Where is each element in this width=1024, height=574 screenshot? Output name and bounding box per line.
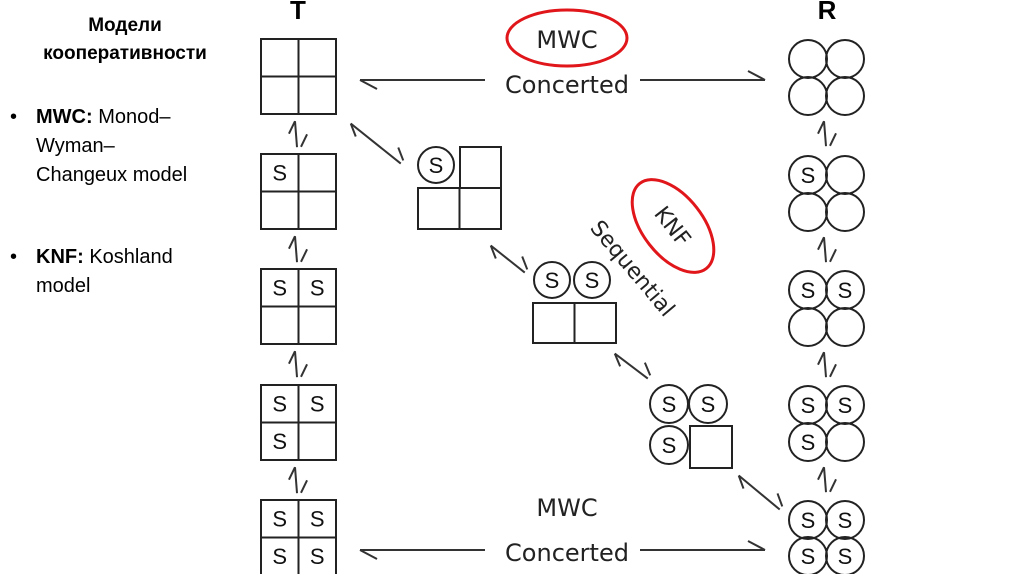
bound-subunit-circle — [649, 425, 689, 465]
t-subunit-square — [297, 75, 337, 115]
equilibrium-arrow — [288, 120, 308, 148]
t-subunit-square — [260, 38, 300, 78]
t-subunit-square — [297, 421, 337, 461]
subunit-circle — [825, 39, 865, 79]
substrate-label: S — [838, 393, 853, 418]
slide-title: Модели кооперативности — [0, 12, 250, 68]
substrate-label: S — [801, 544, 816, 569]
substrate-label: S — [310, 544, 325, 569]
equilibrium-arrow — [817, 466, 837, 493]
bound-subunit-circle — [573, 261, 611, 299]
seq-subunit-square — [417, 187, 461, 230]
bullet-text: Wyman– — [36, 135, 115, 157]
substrate-label: S — [801, 508, 816, 533]
bullet-term: KNF: — [36, 246, 84, 268]
bound-subunit-circle — [825, 536, 865, 574]
subunit-circle — [788, 307, 828, 347]
bottom-concerted-label: Concerted — [505, 539, 629, 567]
substrate-label: S — [272, 507, 287, 532]
equilibrium-arrow — [288, 235, 308, 263]
equilibrium-arrow — [288, 466, 308, 494]
substrate-label: S — [838, 508, 853, 533]
subunit-circle — [825, 307, 865, 347]
t-subunit-square — [297, 305, 337, 345]
equilibrium-arrow — [817, 351, 837, 378]
knf-label: KNF — [649, 202, 696, 252]
bound-subunit-circle — [688, 384, 728, 424]
left-panel: Модели кооперативности MWC: Monod– Wyman… — [0, 0, 250, 574]
substrate-label: S — [272, 429, 287, 454]
substrate-label: S — [310, 392, 325, 417]
substrate-label: S — [662, 433, 677, 458]
bottom-concerted-arrow — [359, 540, 766, 560]
substrate-label: S — [272, 161, 287, 186]
subunit-circle — [825, 422, 865, 462]
equilibrium-arrow — [288, 350, 308, 378]
t-subunit-square — [260, 305, 300, 345]
substrate-label: S — [310, 276, 325, 301]
bullet-text: Changeux model — [36, 164, 188, 186]
equilibrium-arrow — [817, 236, 837, 263]
equilibrium-arrow — [489, 244, 529, 274]
bound-subunit-circle — [417, 146, 455, 184]
seq-subunit-square — [689, 425, 733, 469]
bullet-text: model — [36, 275, 91, 297]
subunit-circle — [788, 76, 828, 116]
substrate-label: S — [272, 544, 287, 569]
knf-highlight-ellipse — [630, 178, 716, 274]
subunit-circle — [788, 192, 828, 232]
seq-subunit-square — [573, 302, 617, 344]
t-subunit-square — [297, 38, 337, 78]
equilibrium-arrow — [349, 122, 405, 165]
equilibrium-arrow — [817, 120, 837, 147]
t-subunit-square — [297, 536, 337, 574]
r-state-label: R — [818, 0, 837, 25]
mwc-highlight-ellipse — [505, 8, 629, 68]
equilibrium-arrow — [737, 474, 784, 511]
substrate-label: S — [801, 163, 816, 188]
top-concerted-label: Concerted — [505, 71, 629, 99]
substrate-label: S — [429, 153, 444, 178]
equilibrium-arrow — [613, 352, 652, 380]
t-state-label: T — [290, 0, 306, 25]
top-mwc-label: MWC — [536, 26, 597, 54]
t-subunit-square — [297, 190, 337, 230]
substrate-label: S — [662, 392, 677, 417]
subunit-circle — [825, 76, 865, 116]
title-line-1: Модели — [88, 15, 162, 36]
substrate-label: S — [801, 430, 816, 455]
substrate-label: S — [801, 278, 816, 303]
bullet-mwc: MWC: Monod– Wyman– Changeux model — [8, 103, 248, 190]
substrate-label: S — [272, 276, 287, 301]
substrate-label: S — [310, 507, 325, 532]
bullet-text: Monod– — [98, 106, 171, 128]
seq-subunit-square — [459, 146, 502, 189]
substrate-label: S — [801, 393, 816, 418]
bound-subunit-circle — [533, 261, 571, 299]
model-list: MWC: Monod– Wyman– Changeux model KNF: K… — [8, 103, 248, 301]
substrate-label: S — [272, 392, 287, 417]
subunit-circle — [825, 155, 865, 195]
bottom-mwc-label: MWC — [536, 494, 597, 522]
title-line-2: кооперативности — [43, 43, 207, 64]
substrate-label: S — [838, 544, 853, 569]
subunit-circle — [825, 192, 865, 232]
substrate-label: S — [838, 278, 853, 303]
bound-subunit-circle — [825, 500, 865, 540]
bullet-knf: KNF: Koshland model — [8, 243, 248, 301]
seq-subunit-square — [532, 302, 576, 344]
substrate-label: S — [585, 268, 600, 293]
t-subunit-square — [260, 190, 300, 230]
bullet-text: Koshland — [89, 246, 173, 268]
seq-subunit-square — [458, 187, 502, 230]
top-concerted-arrow — [359, 70, 766, 90]
substrate-label: S — [701, 392, 716, 417]
subunit-circle — [788, 39, 828, 79]
bullet-term: MWC: — [36, 106, 93, 128]
t-subunit-square — [297, 153, 337, 193]
t-subunit-square — [260, 75, 300, 115]
substrate-label: S — [545, 268, 560, 293]
